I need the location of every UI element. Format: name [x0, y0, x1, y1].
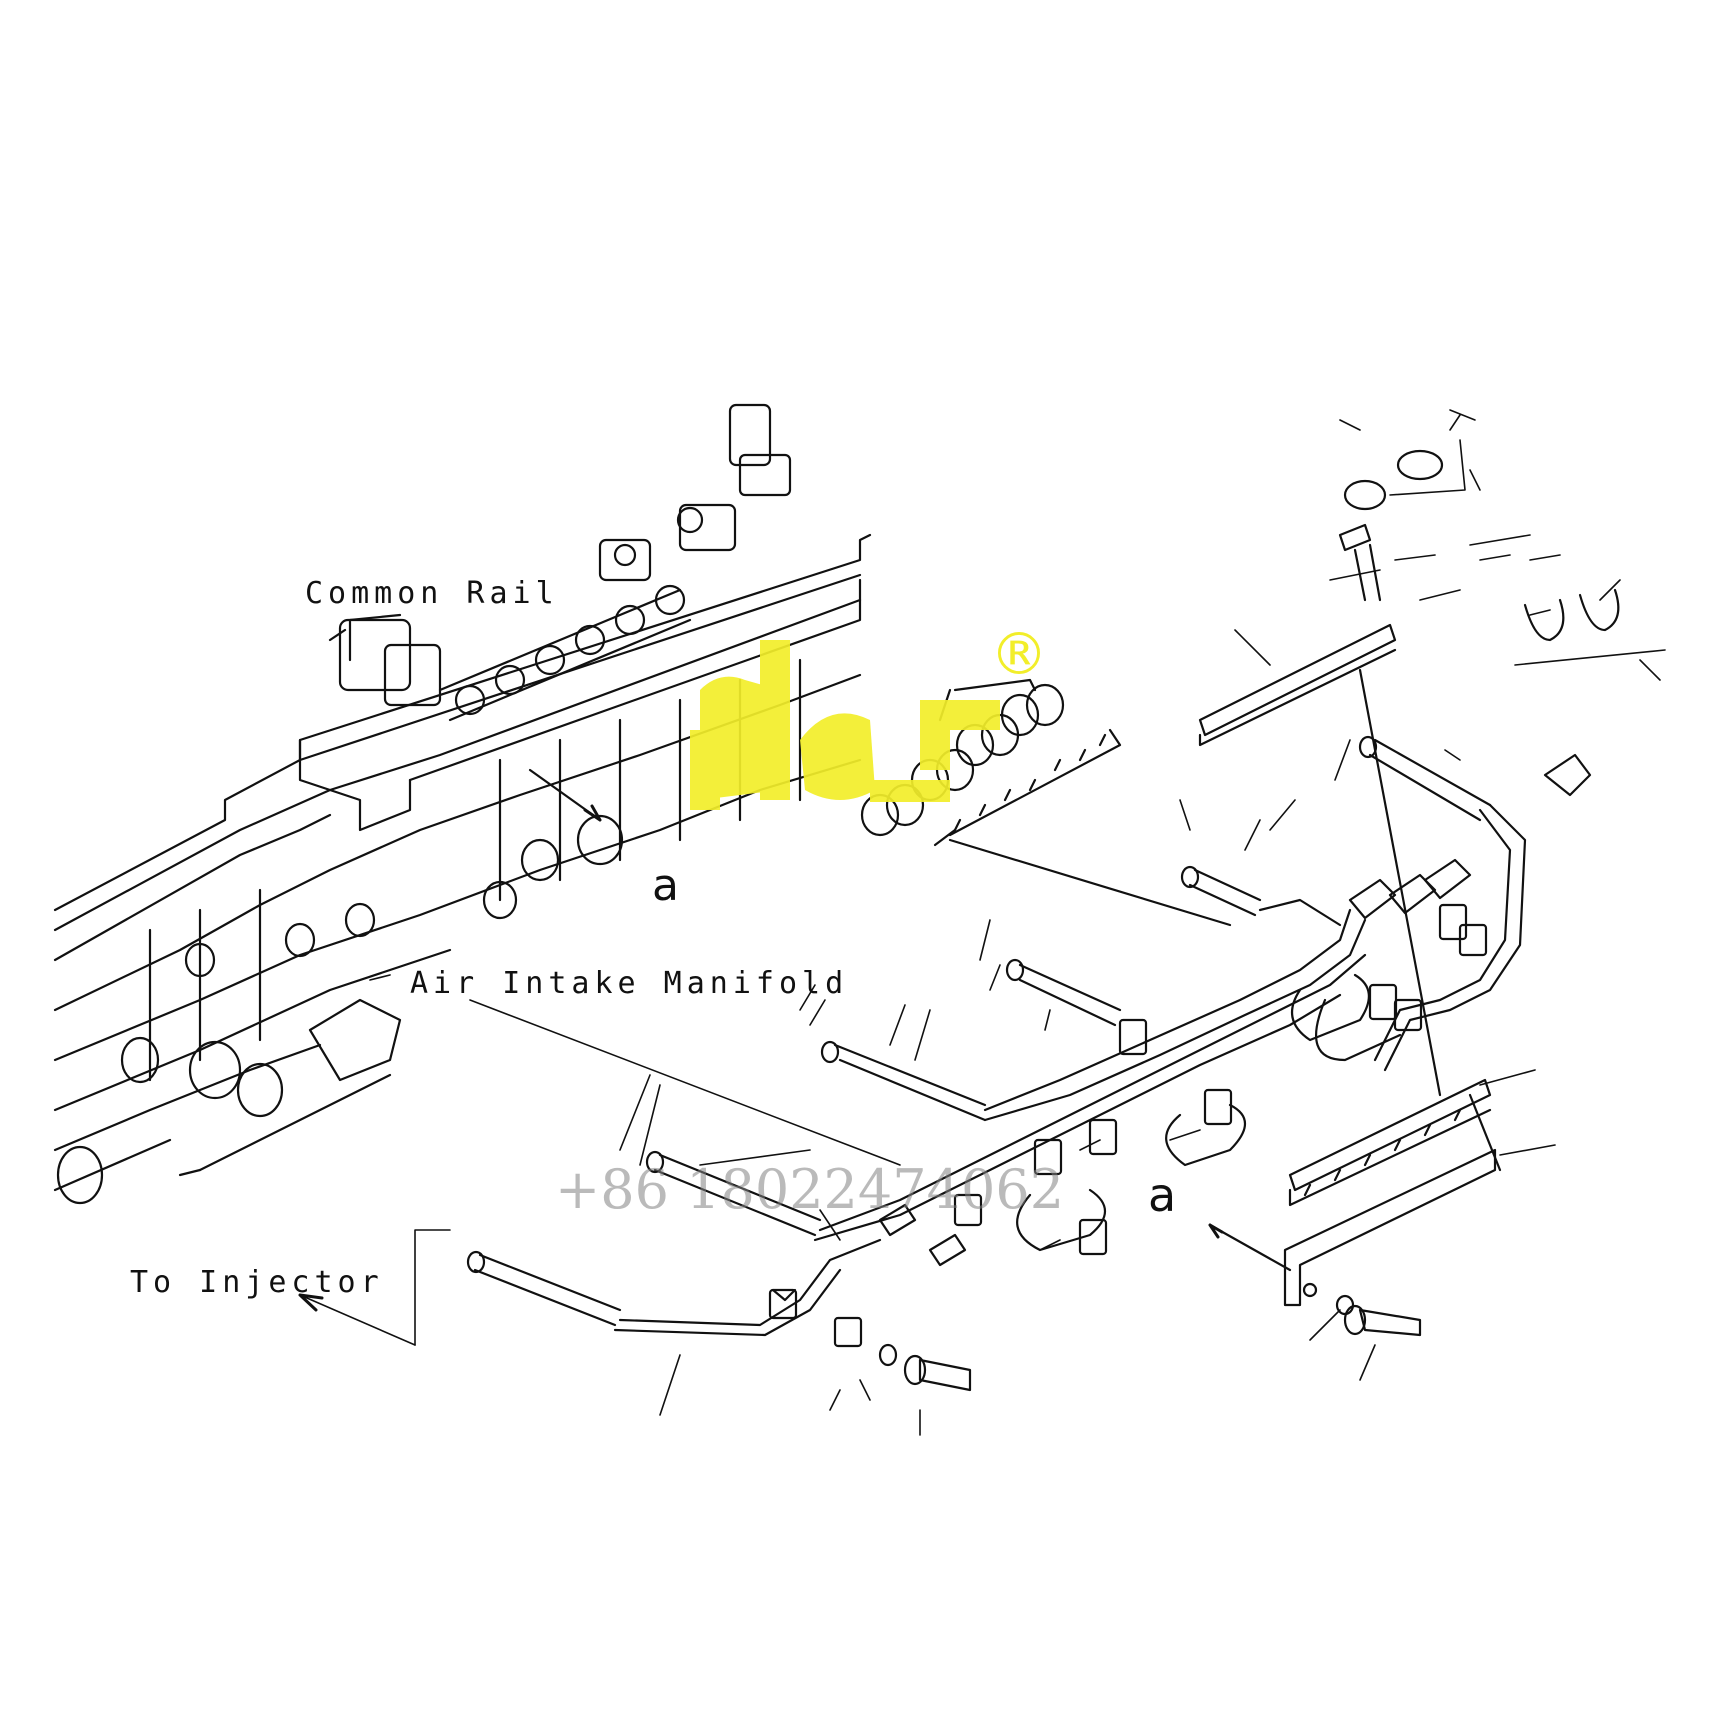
- leader-lines: [298, 409, 1666, 1436]
- brand-logo-watermark: [690, 640, 1000, 810]
- reference-a-top-label: a: [652, 860, 679, 911]
- air-intake-manifold-label: Air Intake Manifold: [410, 966, 849, 1001]
- connector-set: [860, 678, 1232, 927]
- to-injector-label: To Injector: [130, 1265, 384, 1300]
- reference-a-right-label: a: [1148, 1168, 1177, 1222]
- clamp-brackets: [771, 449, 1620, 1392]
- common-rail-label: Common Rail: [305, 576, 559, 611]
- engine-block: [53, 403, 872, 1205]
- fuel-lines: [466, 735, 1592, 1337]
- registered-mark: ®: [990, 620, 1048, 688]
- phone-watermark: +86 18022474062: [555, 1158, 1065, 1221]
